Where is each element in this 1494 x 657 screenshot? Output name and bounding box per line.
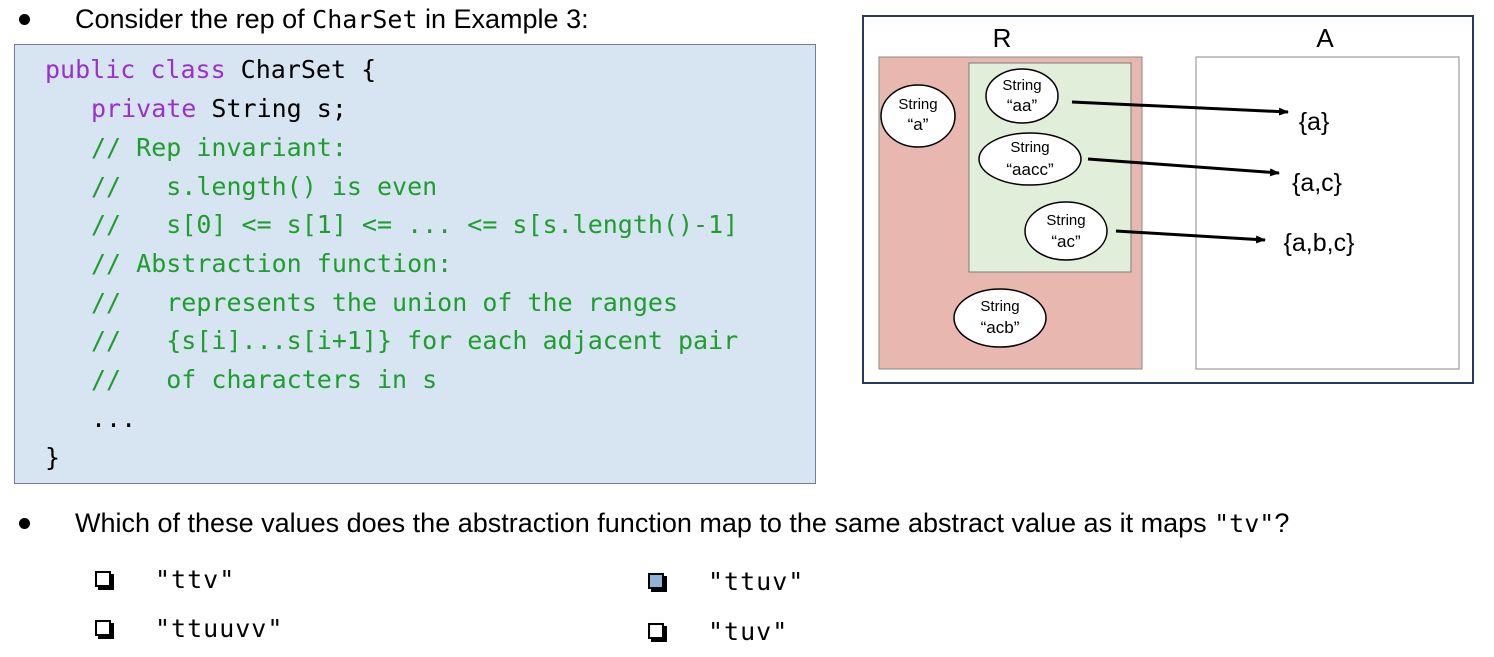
option-label: "ttv" [155,565,236,594]
checkbox-tuv[interactable] [648,623,664,639]
a-space-box [1195,56,1460,370]
arrow-aacc [1087,157,1280,177]
arrow-aa [1071,100,1289,116]
code-line-1: public class CharSet { [45,55,376,85]
code-ellipsis: ... [91,404,137,433]
code-comment: // s[0] <= s[1] <= ... <= s[s.length()-1… [91,210,739,239]
node-ac: String “ac” [1024,201,1108,261]
intro-prefix: Consider the rep of [75,4,313,34]
node-acb: String “acb” [953,288,1047,348]
code-comment: // Abstraction function: [91,249,453,278]
svg-text:String: String [980,298,1019,315]
a-space-label: A [1316,23,1334,53]
code-comment: // s.length() is even [91,172,438,201]
svg-text:“aa”: “aa” [1007,96,1038,115]
keyword-public-class: public class [45,55,226,84]
option-ttuuvv[interactable]: "ttuuvv" [95,613,395,647]
checkbox-ttuuvv[interactable] [95,620,111,636]
question-code: "tv" [1214,509,1275,538]
r-space-label: R [993,23,1012,53]
code-comment: // represents the union of the ranges [91,288,678,317]
node-aacc: String “aacc” [978,132,1082,186]
question-suffix: ? [1274,508,1290,538]
code-close-brace: } [45,443,61,472]
checkbox-ttv[interactable] [95,571,111,587]
question-prefix: Which of these values does the abstracti… [75,508,1215,538]
abstract-value-abc: {a,b,c} [1284,229,1355,257]
svg-text:“acb”: “acb” [981,318,1020,337]
svg-text:String: String [1002,77,1041,94]
option-tuv[interactable]: "tuv" [648,616,948,650]
intro-code: CharSet [312,5,418,34]
diagram-svg: R A String “a” String “aa” String “aacc” [878,23,1460,370]
bullet-2 [19,518,30,529]
option-label: "ttuuvv" [155,614,284,643]
intro-suffix: in Example 3: [417,4,589,34]
question-text: Which of these values does the abstracti… [75,506,1289,541]
svg-text:“aacc”: “aacc” [1006,160,1054,179]
option-ttuv[interactable]: "ttuv" [648,566,948,600]
arrow-ac [1115,229,1266,244]
svg-text:String: String [898,96,937,113]
code-block: public class CharSet { private String s;… [14,44,816,484]
keyword-private: private [91,94,197,123]
option-label: "ttuv" [708,567,805,596]
rep-abstraction-diagram: R A String “a” String “aa” String “aacc” [862,15,1474,384]
abstract-value-ac: {a,c} [1292,169,1342,197]
checkbox-ttuv-checked[interactable] [648,573,664,589]
class-decl: CharSet { [225,55,377,84]
bullet-1 [19,14,30,25]
code-comment: // of characters in s [91,365,438,394]
code-comment: // Rep invariant: [91,133,347,162]
code-comment: // {s[i]...s[i+1]} for each adjacent pai… [91,326,739,355]
code-line-2: private String s; [91,94,347,124]
node-aa: String “aa” [985,68,1059,124]
svg-text:“ac”: “ac” [1051,232,1081,251]
svg-text:String: String [1046,212,1085,229]
svg-text:String: String [1010,139,1049,156]
option-label: "tuv" [708,617,789,646]
option-ttv[interactable]: "ttv" [95,564,395,598]
svg-text:“a”: “a” [908,115,929,134]
node-a: String “a” [880,84,956,148]
intro-text: Consider the rep of CharSet in Example 3… [75,2,589,37]
abstract-value-a: {a} [1299,108,1330,136]
field-decl: String s; [196,94,347,123]
